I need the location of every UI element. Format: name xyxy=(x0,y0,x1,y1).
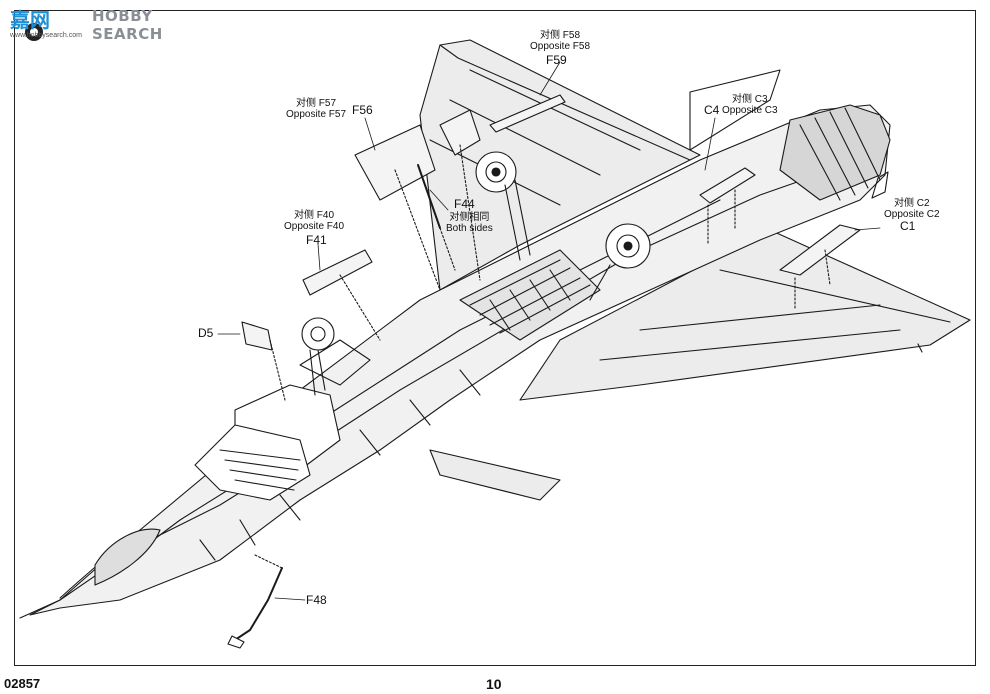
right-wing xyxy=(519,229,971,401)
watermark-cn: 嘉网 xyxy=(10,10,50,32)
callout-f40-cn: 对侧 F40 xyxy=(294,210,335,221)
callout-f41: F41 xyxy=(306,233,327,247)
callout-f40: 对侧 F40 Opposite F40 xyxy=(284,210,344,232)
callout-f58: 对侧 F58 Opposite F58 xyxy=(530,30,590,52)
callout-f48: F48 xyxy=(306,593,327,607)
weapons-bay xyxy=(459,249,601,341)
callout-f57: 对侧 F57 Opposite F57 xyxy=(286,98,346,120)
callout-f40-en: Opposite F40 xyxy=(284,221,345,232)
watermark-sub: www.hobbysearch.com xyxy=(10,32,82,39)
cockpit xyxy=(194,339,371,501)
page-number: 10 xyxy=(486,676,502,692)
watermark-name: HOBBY SEARCH xyxy=(92,7,163,43)
callout-f59: F59 xyxy=(546,53,567,67)
part-c3-c4-pylon xyxy=(699,167,756,246)
part-f58-f59 xyxy=(489,94,566,133)
callout-f44-note: 对侧相同 Both sides xyxy=(446,212,493,234)
callout-f57-en: Opposite F57 xyxy=(286,109,347,120)
engine-nozzle xyxy=(779,104,891,201)
callout-c2-cn: 对侧 C2 xyxy=(894,198,930,209)
hobby-search-watermark: 嘉网 HOBBY SEARCH www.hobbysearch.com xyxy=(4,4,174,44)
callout-f58-en: Opposite F58 xyxy=(530,41,591,52)
callout-f44-cn: 对侧相同 xyxy=(449,212,490,223)
part-f48-probe xyxy=(227,554,283,649)
part-f56-f57-doors xyxy=(354,109,481,291)
callout-d5: D5 xyxy=(198,326,214,340)
callout-c3-cn: 对侧 C3 xyxy=(732,94,768,105)
tailplane-lower xyxy=(429,449,561,501)
main-gear-right xyxy=(589,223,651,301)
callout-f57-cn: 对侧 F57 xyxy=(296,98,337,109)
part-d5-panel xyxy=(241,321,286,401)
callout-c2: 对侧 C2 Opposite C2 xyxy=(884,198,940,220)
callout-c3-en: Opposite C3 xyxy=(722,105,778,116)
watermark-mark-icon xyxy=(25,23,43,41)
callout-c4: C4 xyxy=(704,103,720,117)
callout-c3: 对侧 C3 Opposite C3 xyxy=(722,94,778,116)
part-f41-panel xyxy=(302,249,381,341)
callout-f44: F44 xyxy=(454,197,475,211)
callout-c1: C1 xyxy=(900,219,916,233)
main-gear-left xyxy=(475,151,531,261)
callout-f56: F56 xyxy=(352,103,373,117)
callout-c2-en: Opposite C2 xyxy=(884,209,940,220)
nose-gear xyxy=(301,317,335,396)
page-border xyxy=(14,10,976,666)
callout-f44-en: Both sides xyxy=(446,223,493,234)
kit-number: 02857 xyxy=(4,676,41,691)
part-f44-strut xyxy=(417,164,456,271)
callout-f58-cn: 对侧 F58 xyxy=(540,30,581,41)
